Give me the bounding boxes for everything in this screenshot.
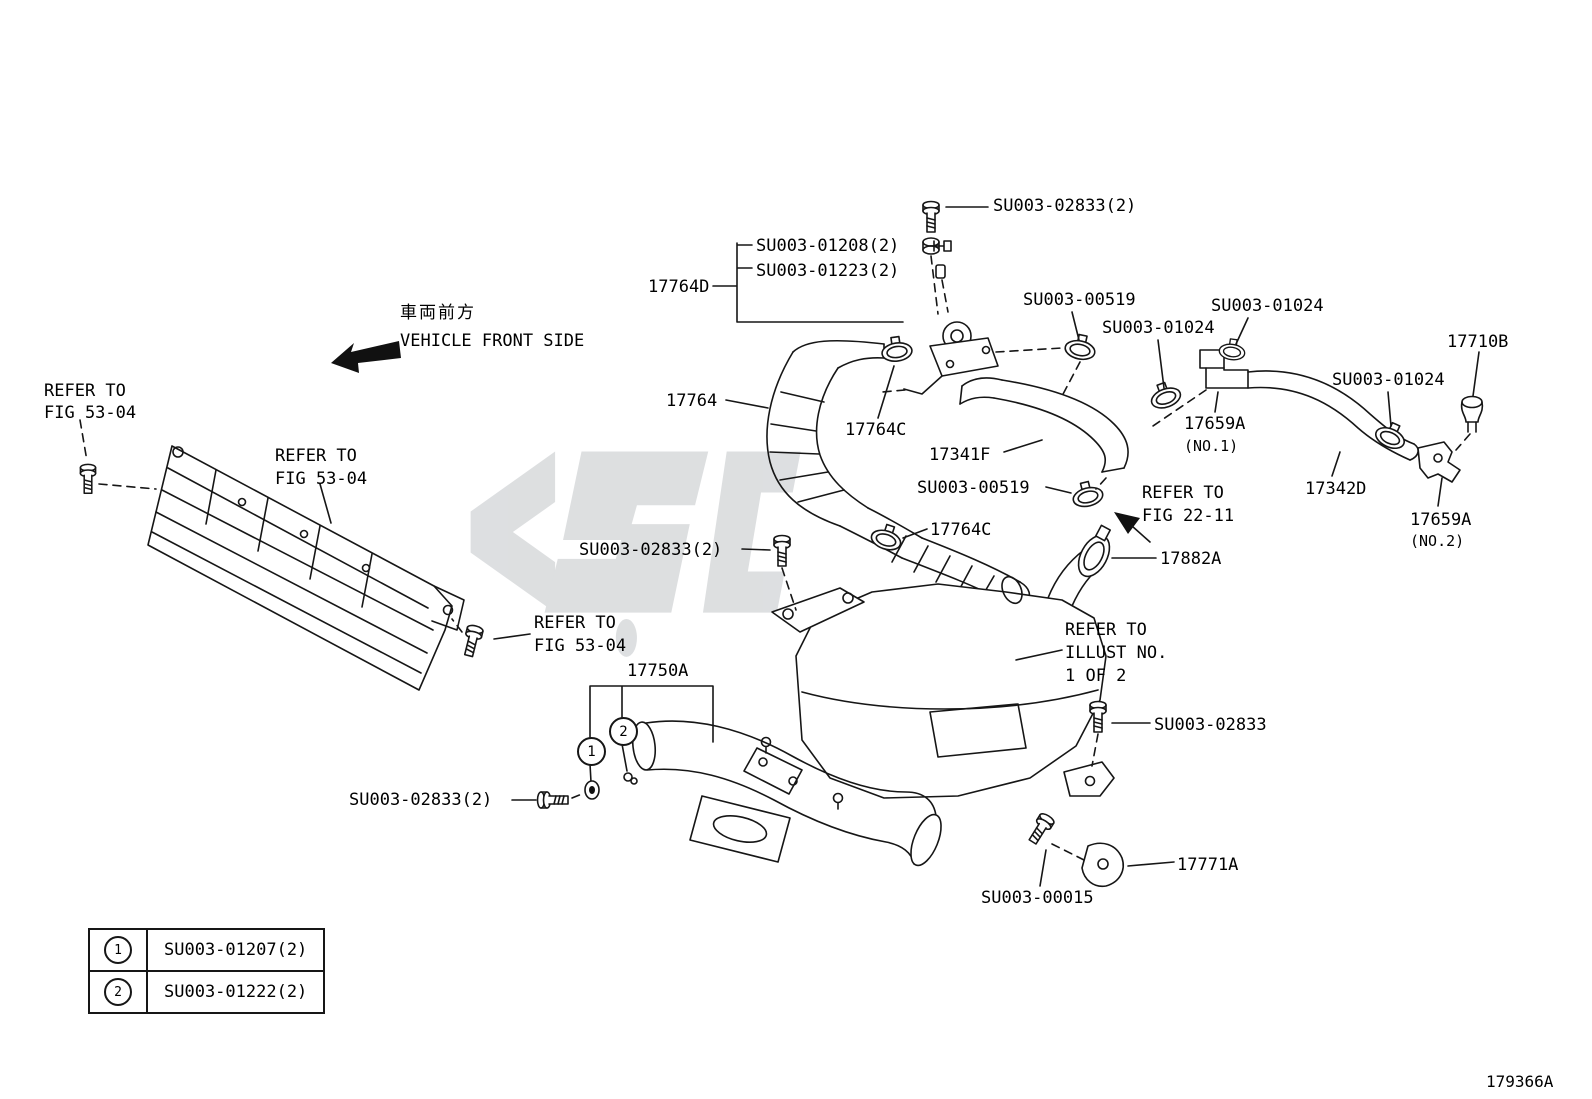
clamp-17764c-b [868,520,928,554]
label-su003-01024-c: SU003-01024 [1332,370,1445,390]
legend-marker-1: 1 [104,936,132,964]
label-su003-01024-b: SU003-01024 [1211,296,1324,316]
label-front-jp: 車両前方 [400,303,476,323]
figure-id: 179366A [1486,1072,1554,1091]
label-su003-02833-mid: SU003-02833(2) [579,540,723,560]
bolt-su003-02833-mid [741,534,797,611]
label-front-en: VEHICLE FRONT SIDE [400,331,585,351]
air-cleaner-assembly [771,575,1115,799]
label-refer-illust-1: REFER TO [1065,620,1147,640]
bolt-refer-fig5304-c [451,618,531,659]
label-refer-fig5304-a2: FIG 53-04 [44,403,137,423]
label-refer-illust-3: 1 OF 2 [1065,666,1127,686]
bolt-su003-02833-right [1089,700,1151,767]
label-su003-02833-top: SU003-02833(2) [993,196,1137,216]
legend-part-1: SU003-01207(2) [164,940,308,960]
label-17659a-no1: 17659A [1184,414,1246,434]
label-17659a-no2-sub: (NO.2) [1410,532,1465,550]
clamp-su003-01024-c [1371,391,1411,454]
clamp-su003-00519-a [1061,311,1099,397]
legend-marker-2: 2 [104,978,132,1006]
watermark-logo [470,451,801,657]
bolt-su003-02833-bottom [511,791,583,809]
grommet-17710b [1455,351,1484,451]
clamp-su003-00519-b [1045,477,1107,511]
label-su003-00015: SU003-00015 [981,888,1094,908]
callout-marker-1: 1 [577,737,606,766]
hose-17341f [959,377,1129,473]
intake-duct-17750a [631,720,942,867]
label-refer-fig5304-c1: REFER TO [534,613,616,633]
legend-part-2: SU003-01222(2) [164,982,308,1002]
vehicle-front-arrow [331,341,401,373]
legend-row-1: 1 SU003-01207(2) [90,930,323,970]
label-17659a-no2: 17659A [1410,510,1472,530]
label-su003-01208: SU003-01208(2) [756,236,900,256]
leader-17341f [1003,439,1043,453]
label-17771a: 17771A [1177,855,1239,875]
label-su003-01223: SU003-01223(2) [756,261,900,281]
label-17764c-a: 17764C [845,420,907,440]
label-refer-fig2211-1: REFER TO [1142,483,1224,503]
bracket-lines-17750a [584,685,714,800]
label-17764c-b: 17764C [930,520,992,540]
label-su003-02833-bottom: SU003-02833(2) [349,790,493,810]
vsv-valve-assembly [881,321,1063,395]
label-su003-00519-b: SU003-00519 [917,478,1030,498]
label-17750a: 17750A [627,661,689,681]
legend-table: 1 SU003-01207(2) 2 SU003-01222(2) [88,928,326,1014]
hose-17764 [766,339,1031,606]
shroud-panel [147,445,465,691]
callout-marker-2: 2 [609,717,638,746]
bolt-refer-fig5304-a [79,419,157,495]
clamp-su003-01024-b [1217,317,1249,363]
connector-17659a-no2 [1417,441,1461,507]
label-17341f: 17341F [929,445,991,465]
label-17882a: 17882A [1160,549,1222,569]
refer-fig2211-arrow [1114,512,1151,543]
label-refer-fig2211-2: FIG 22-11 [1142,506,1235,526]
label-17764: 17764 [666,391,718,411]
label-refer-fig5304-b1: REFER TO [275,446,357,466]
bolt-su003-00015 [1024,810,1085,887]
leader-refer-fig5304-b [319,483,332,524]
label-refer-fig5304-b2: FIG 53-04 [275,469,368,489]
label-su003-00519-a: SU003-00519 [1023,290,1136,310]
clamp-su003-01024-a [1145,339,1184,413]
label-17710b: 17710B [1447,332,1509,352]
label-su003-02833-right: SU003-02833 [1154,715,1267,735]
clamp-17764c-a [877,334,914,419]
air-outlet-17882a [1047,524,1157,607]
bracket-17771a [1081,842,1175,888]
label-su003-01024-a: SU003-01024 [1102,318,1215,338]
label-refer-fig5304-a1: REFER TO [44,381,126,401]
label-17764d: 17764D [648,277,710,297]
label-17659a-no1-sub: (NO.1) [1184,437,1239,455]
leader-17764 [725,399,769,409]
label-refer-fig5304-c2: FIG 53-04 [534,636,627,656]
label-17342d: 17342D [1305,479,1367,499]
leader-17342d [1331,451,1341,477]
label-refer-illust-2: ILLUST NO. [1065,643,1168,663]
legend-row-2: 2 SU003-01222(2) [90,970,324,1012]
bracket-lines-17764d [712,240,952,323]
bolt-su003-02833-top [922,200,989,315]
